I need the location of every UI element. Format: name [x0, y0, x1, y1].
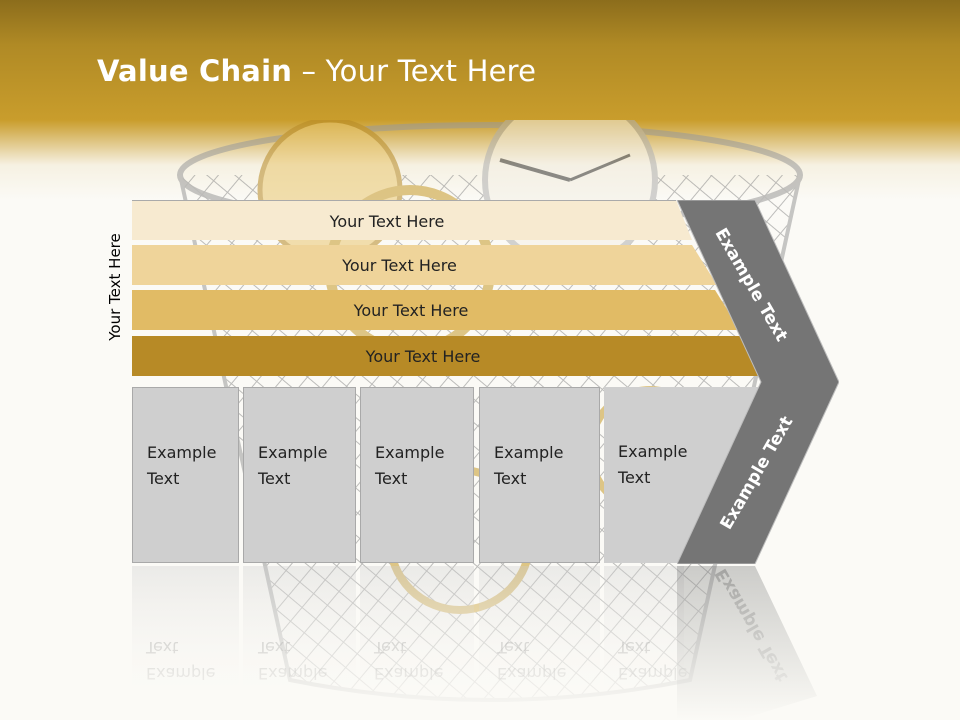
column-1-label: Example Text [147, 443, 217, 488]
column-2: Example Text [243, 387, 356, 563]
title-rest: – Your Text Here [292, 54, 537, 88]
band-2-label: Your Text Here [342, 255, 457, 275]
side-label: Your Text Here [106, 233, 124, 341]
column-2-label: Example Text [258, 443, 328, 488]
column-3-label: Example Text [375, 443, 445, 488]
chevron-arrow [677, 200, 839, 564]
column-5-label: Example Text [618, 442, 688, 487]
slide-title: Value Chain – Your Text Here [97, 54, 536, 88]
column-1: Example Text [132, 387, 239, 563]
band-3: Your Text Here [132, 290, 740, 330]
band-1-label: Your Text Here [329, 211, 445, 231]
band-3-label: Your Text Here [353, 300, 469, 320]
band-1: Your Text Here [132, 200, 692, 240]
header-banner [0, 0, 960, 200]
column-3: Example Text [360, 387, 474, 563]
band-4-label: Your Text Here [365, 346, 481, 366]
column-4-label: Example Text [494, 443, 564, 488]
title-bold: Value Chain [97, 54, 293, 88]
column-4: Example Text [479, 387, 600, 563]
band-4: Your Text Here [132, 336, 764, 376]
reflection-fade [0, 566, 960, 720]
band-2: Your Text Here [132, 245, 717, 285]
